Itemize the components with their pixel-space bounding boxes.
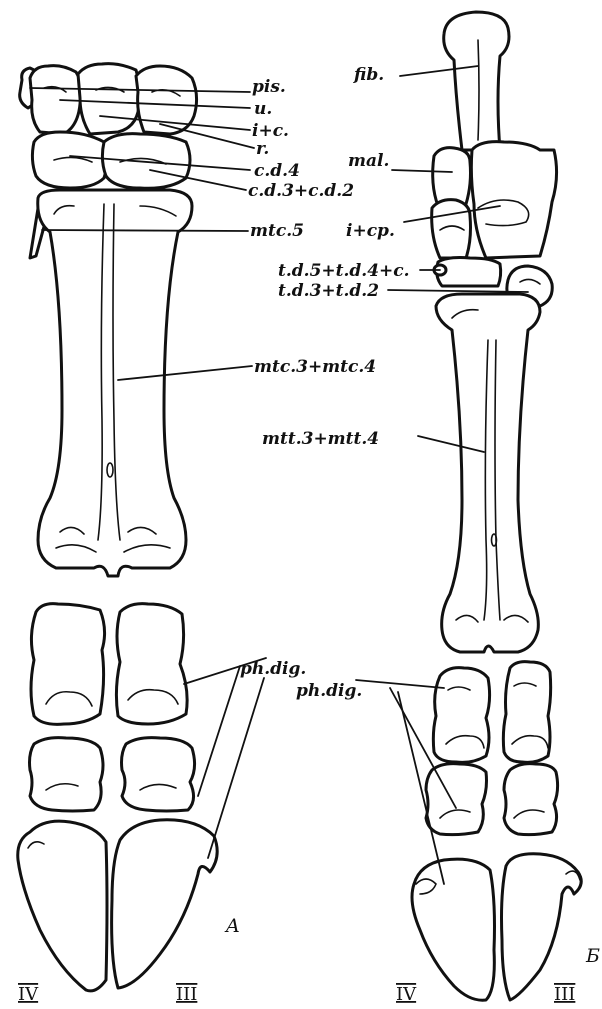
proximal-phalanx-iv-b bbox=[433, 668, 489, 763]
digit-iii-b bbox=[502, 662, 582, 1000]
label-pis: pis. bbox=[252, 77, 286, 97]
label-ic: i+c. bbox=[252, 121, 289, 141]
digit-iv-b bbox=[412, 668, 495, 1001]
middle-phalanx-iv bbox=[30, 738, 104, 811]
label-phdig-a: ph.dig. bbox=[240, 659, 306, 679]
tarsus-b bbox=[432, 142, 557, 306]
digit-label-iv-a: IV bbox=[18, 984, 39, 1005]
panel-label-b: Б bbox=[585, 945, 600, 967]
metacarpal-3-4-bone bbox=[38, 190, 192, 576]
intermedio-central-carpal-bone bbox=[78, 64, 140, 134]
distal-phalanx-iv bbox=[18, 821, 107, 991]
metacarpus-a bbox=[30, 190, 192, 576]
digit-iv-a bbox=[18, 604, 107, 991]
proximal-phalanx-iv bbox=[31, 604, 105, 725]
digit-iii-a bbox=[112, 604, 218, 988]
label-cd4: c.d.4 bbox=[254, 161, 300, 181]
carpal-2-3-bone bbox=[102, 134, 190, 189]
label-phdig-b: ph.dig. bbox=[296, 681, 362, 701]
label-r: r. bbox=[256, 139, 269, 159]
digit-label-iii-b: III bbox=[554, 984, 575, 1005]
label-mal: mal. bbox=[348, 151, 389, 171]
metatarsus-b bbox=[436, 294, 540, 652]
label-fib: fib. bbox=[353, 65, 384, 85]
malleolar-bone bbox=[433, 148, 471, 206]
middle-phalanx-iv-b bbox=[426, 764, 487, 835]
calcaneus-bone bbox=[471, 142, 556, 258]
label-u: u. bbox=[254, 99, 272, 119]
figure-a: pis. u. i+c. r. c.d.4 c.d.3+c.d.2 mtc.5 … bbox=[18, 64, 376, 1005]
label-cd3cd2: c.d.3+c.d.2 bbox=[248, 181, 354, 201]
label-icp: i+cp. bbox=[346, 221, 395, 241]
label-mtt34: mtt.3+mtt.4 bbox=[262, 429, 379, 449]
digit-label-iii-a: III bbox=[176, 984, 197, 1005]
talus-bone bbox=[432, 200, 471, 258]
proximal-phalanx-iii-b bbox=[503, 662, 550, 763]
figure-b: fib. mal. i+cp. t.d.5+t.d.4+c. t.d.3+t.d… bbox=[262, 12, 600, 1005]
digit-label-iv-b: IV bbox=[396, 984, 417, 1005]
distal-phalanx-iii bbox=[112, 820, 218, 988]
distal-phalanx-iv-b bbox=[412, 859, 495, 1000]
label-mtc34: mtc.3+mtc.4 bbox=[254, 357, 376, 377]
distal-phalanx-iii-b bbox=[502, 854, 582, 1000]
fibula-bone bbox=[444, 12, 509, 150]
panel-label-a: A bbox=[224, 915, 240, 937]
middle-phalanx-iii bbox=[122, 738, 195, 811]
middle-phalanx-iii-b bbox=[504, 764, 558, 835]
carpal-4-bone bbox=[32, 132, 107, 188]
label-td54c: t.d.5+t.d.4+c. bbox=[278, 261, 410, 281]
proximal-phalanx-iii bbox=[116, 604, 187, 724]
label-td32: t.d.3+t.d.2 bbox=[278, 281, 379, 301]
label-mtc5: mtc.5 bbox=[250, 221, 304, 241]
